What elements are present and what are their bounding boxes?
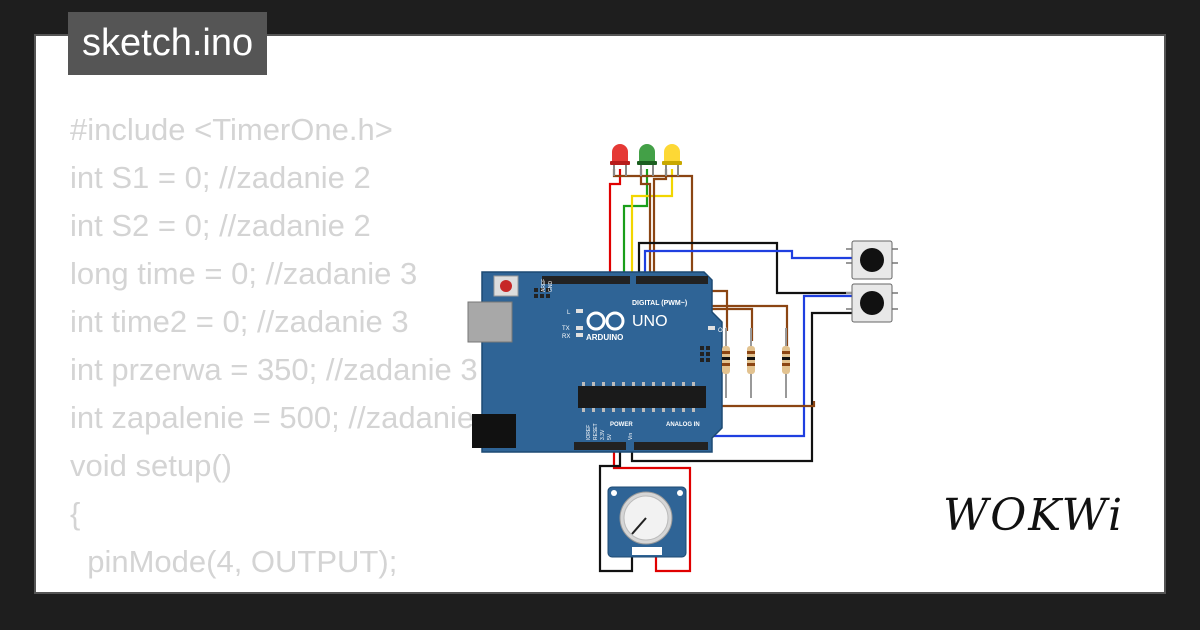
atmega-chip — [578, 386, 706, 408]
led-red[interactable] — [610, 144, 630, 176]
arduino-uno-board[interactable]: AREF GND DIGITAL (PWM~) L TX RX ON ARDUI… — [467, 271, 727, 453]
code-line: int time2 = 0; //zadanie 3 — [70, 304, 409, 339]
power-jack — [472, 414, 516, 448]
code-line: { — [70, 496, 81, 531]
led-green[interactable] — [637, 144, 657, 176]
wire-yellow-led — [630, 169, 674, 274]
code-line: int S1 = 0; //zadanie 2 — [70, 160, 371, 195]
vin-label: Vin — [628, 433, 634, 440]
board-brand: ARDUINO — [586, 333, 623, 342]
circuit-diagram: AREF GND DIGITAL (PWM~) L TX RX ON ARDUI… — [467, 144, 898, 573]
wire-black-button-top — [637, 241, 852, 295]
wires — [598, 169, 852, 573]
led-yellow[interactable] — [662, 144, 682, 176]
analog-header — [634, 442, 708, 450]
wire-brown-led-green — [639, 169, 754, 341]
usb-port — [467, 301, 513, 343]
power-label: POWER — [610, 422, 633, 428]
code-line: pinMode(5, OUTPUT); — [70, 586, 500, 592]
v33-label: 3.3V — [600, 429, 606, 440]
reset-label: RESET — [593, 423, 599, 440]
analog-label: ANALOG IN — [666, 422, 700, 428]
code-line: #include <TimerOne.h> — [70, 112, 393, 147]
wire-red-5v — [612, 436, 692, 573]
wokwi-logo-text: WOKWi — [943, 490, 1125, 541]
ioref-label: IOREF — [586, 425, 592, 440]
resistor[interactable] — [722, 328, 730, 398]
wire-blue-button-bottom — [660, 294, 852, 438]
wire-red-led — [608, 169, 622, 274]
code-line: pinMode(4, OUTPUT); — [70, 544, 398, 579]
preview-card: #include <TimerOne.h> int S1 = 0; //zadan… — [34, 34, 1166, 594]
board-model: UNO — [632, 313, 668, 330]
resistor[interactable] — [782, 328, 790, 398]
on-label: ON — [718, 328, 727, 334]
arduino-logo-icon — [586, 311, 625, 331]
wokwi-logo: WOKWi — [943, 486, 1123, 546]
code-line: int S2 = 0; //zadanie 2 — [70, 208, 371, 243]
code-line: int przerwa = 350; //zadanie 3 — [70, 352, 478, 387]
pushbutton[interactable] — [846, 283, 898, 323]
rx-label: RX — [562, 334, 570, 340]
file-title-tab: sketch.ino — [68, 12, 268, 75]
power-header — [574, 442, 626, 450]
code-line: long time = 0; //zadanie 3 — [70, 256, 418, 291]
gnd-label: GND — [548, 281, 554, 293]
l-label: L — [567, 310, 571, 316]
potentiometer[interactable] — [607, 486, 687, 558]
digital-header-right — [636, 276, 708, 284]
pushbutton[interactable] — [846, 240, 898, 280]
wire-black-gnd — [598, 436, 634, 573]
digital-label: DIGITAL (PWM~) — [632, 300, 687, 307]
digital-header-left — [542, 276, 630, 284]
code-preview: #include <TimerOne.h> int S1 = 0; //zadan… — [70, 106, 501, 592]
tx-label: TX — [562, 326, 570, 332]
code-line: void setup() — [70, 448, 232, 483]
wire-green-led — [622, 169, 649, 274]
v5-label: 5V — [607, 433, 613, 440]
resistor[interactable] — [747, 328, 755, 398]
aref-label: AREF — [541, 279, 547, 292]
wire-blue-button-top — [643, 249, 852, 274]
code-line: int zapalenie = 500; //zadanie 3 — [70, 400, 501, 435]
